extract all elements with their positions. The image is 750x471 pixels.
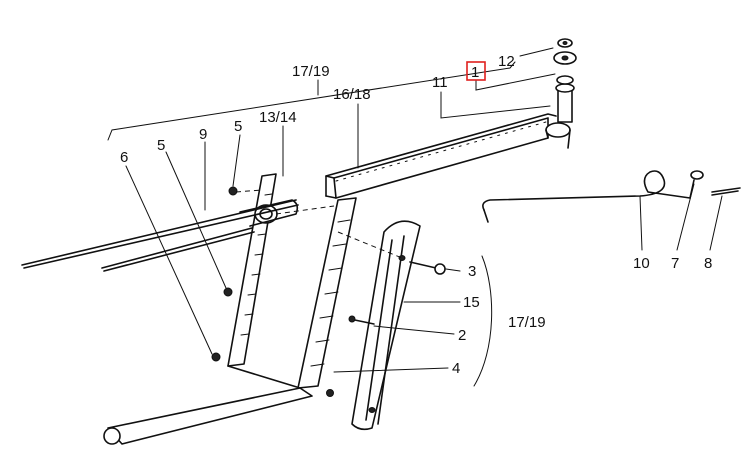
bolt-part-3	[409, 261, 446, 275]
part-labels: 17/19 1 12 11 16/18 13/14 5 9 5 6 10 7 8…	[120, 53, 712, 377]
guide-rods	[21, 199, 299, 272]
slotted-bracket-right	[297, 197, 357, 389]
slotted-bracket-left	[227, 173, 278, 367]
assembly-lines	[235, 189, 403, 259]
label-assembly-top: 17/19	[292, 63, 330, 80]
label-part-10[interactable]: 10	[633, 255, 650, 272]
lower-frame-bar	[103, 365, 313, 445]
label-part-8[interactable]: 8	[704, 255, 712, 272]
label-part-1[interactable]: 1	[471, 64, 479, 81]
assembly-bracket-right	[473, 255, 493, 387]
pivot-stack	[553, 38, 577, 123]
highlight-box-part-1	[466, 61, 486, 81]
label-part-7[interactable]: 7	[671, 255, 679, 272]
label-part-13-14[interactable]: 13/14	[259, 109, 297, 126]
label-part-4[interactable]: 4	[452, 360, 460, 377]
torsion-spring	[482, 170, 691, 223]
label-part-3[interactable]: 3	[468, 263, 476, 280]
screw-part-8	[711, 187, 741, 196]
lever-arm	[325, 113, 571, 199]
bolt-part-2	[348, 315, 375, 325]
label-part-5-lower[interactable]: 5	[157, 137, 165, 154]
label-part-12[interactable]: 12	[498, 53, 515, 70]
label-part-6[interactable]: 6	[120, 149, 128, 166]
fasteners	[211, 186, 446, 397]
label-assembly-right: 17/19	[508, 314, 546, 331]
label-part-15[interactable]: 15	[463, 294, 480, 311]
label-part-5-upper[interactable]: 5	[234, 118, 242, 135]
label-part-11[interactable]: 11	[432, 74, 448, 91]
leader-lines	[125, 47, 723, 373]
assembly-bracket-top	[107, 61, 516, 141]
label-part-16-18[interactable]: 16/18	[333, 86, 371, 103]
label-part-2[interactable]: 2	[458, 327, 466, 344]
guide-channel	[351, 220, 421, 431]
label-part-9[interactable]: 9	[199, 126, 207, 143]
